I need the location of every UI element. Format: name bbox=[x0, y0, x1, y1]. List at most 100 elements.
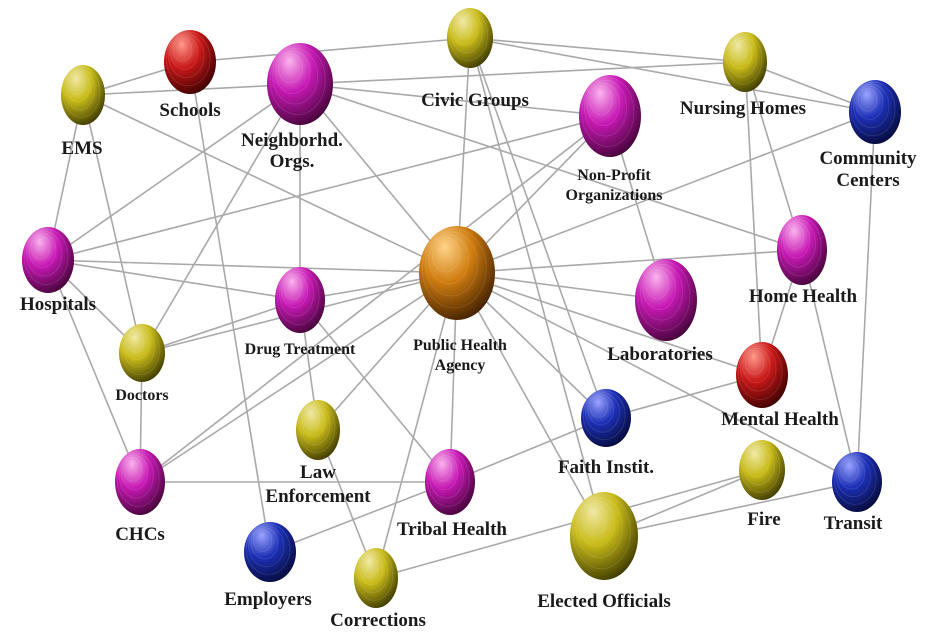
node-shade-ring bbox=[589, 395, 609, 418]
label-faith-instit: Faith Instit. bbox=[558, 457, 654, 478]
label-ems: EMS bbox=[61, 138, 102, 159]
node-sphere-corrections bbox=[354, 548, 398, 608]
node-sphere-non-profit-organizations bbox=[579, 75, 641, 157]
label-line: Elected Officials bbox=[537, 591, 671, 612]
node-fire bbox=[739, 440, 785, 500]
node-sphere-schools bbox=[164, 30, 216, 94]
label-line: Hospitals bbox=[20, 294, 96, 315]
node-shade-ring bbox=[68, 72, 86, 95]
edge-civic-groups-to-community-centers bbox=[469, 37, 876, 113]
node-shade-ring bbox=[297, 401, 336, 453]
edge-tribal-health-to-faith-instit bbox=[449, 417, 607, 483]
edge-drug-treatment-to-doctors bbox=[141, 299, 301, 354]
node-shade-ring bbox=[838, 457, 866, 490]
node-hospitals bbox=[22, 227, 74, 293]
edge-schools-to-civic-groups bbox=[189, 37, 471, 63]
node-shade-ring bbox=[724, 33, 763, 85]
node-corrections bbox=[354, 548, 398, 608]
node-law-enforcement bbox=[296, 400, 340, 460]
edge-schools-to-employers bbox=[189, 61, 271, 553]
node-shade-ring bbox=[124, 329, 150, 361]
label-employers: Employers bbox=[224, 589, 312, 610]
edge-neighborhd-orgs-to-hospitals bbox=[47, 83, 301, 261]
node-shade-ring bbox=[126, 330, 145, 353]
edge-public-health-agency-to-mental-health bbox=[456, 272, 763, 376]
node-home-health bbox=[777, 215, 827, 285]
node-sphere-civic-groups bbox=[447, 8, 493, 68]
node-shade-ring bbox=[245, 523, 291, 575]
edge-civic-groups-to-nursing-homes bbox=[469, 37, 746, 63]
node-shade-ring bbox=[639, 263, 684, 321]
node-elected-officials bbox=[570, 492, 638, 580]
node-sphere-doctors bbox=[119, 324, 165, 382]
node-shade-ring bbox=[426, 450, 470, 508]
label-line: Employers bbox=[224, 589, 312, 610]
label-line: Community bbox=[819, 148, 917, 169]
node-laboratories bbox=[635, 259, 697, 341]
node-schools bbox=[164, 30, 216, 94]
node-sphere-home-health bbox=[777, 215, 827, 285]
label-line: Transit bbox=[824, 513, 883, 534]
label-fire: Fire bbox=[747, 509, 780, 530]
node-doctors bbox=[119, 324, 165, 382]
node-shade-ring bbox=[278, 52, 303, 84]
edge-faith-instit-to-mental-health bbox=[605, 374, 763, 419]
label-line: Neighborhd. bbox=[241, 130, 343, 151]
node-shade-ring bbox=[172, 37, 193, 62]
node-shade-ring bbox=[66, 70, 91, 103]
node-shade-ring bbox=[582, 390, 626, 441]
node-shade-ring bbox=[730, 39, 748, 62]
node-shade-ring bbox=[165, 31, 211, 87]
label-nursing-homes: Nursing Homes bbox=[680, 98, 806, 119]
node-employers bbox=[244, 522, 296, 582]
node-shade-ring bbox=[121, 454, 149, 491]
edge-non-profit-organizations-to-hospitals bbox=[47, 115, 611, 261]
node-shade-ring bbox=[168, 33, 205, 79]
node-sphere-hospitals bbox=[22, 227, 74, 293]
node-sphere-employers bbox=[244, 522, 296, 582]
node-shade-ring bbox=[728, 37, 753, 70]
node-shade-ring bbox=[357, 551, 389, 594]
edge-public-health-agency-to-ems bbox=[82, 94, 458, 274]
label-schools: Schools bbox=[159, 100, 220, 121]
label-line: Centers bbox=[836, 170, 899, 191]
node-sphere-mental-health bbox=[736, 342, 788, 408]
node-shade-ring bbox=[584, 392, 620, 433]
node-shade-ring bbox=[122, 327, 155, 368]
node-non-profit-organizations bbox=[579, 75, 641, 157]
node-shade-ring bbox=[269, 45, 326, 116]
label-transit: Transit bbox=[824, 513, 883, 534]
nodes-layer bbox=[22, 8, 901, 608]
node-faith-instit bbox=[581, 389, 631, 447]
node-shade-ring bbox=[303, 407, 321, 430]
node-shade-ring bbox=[62, 66, 101, 118]
label-line: CHCs bbox=[115, 524, 165, 545]
edge-non-profit-organizations-to-chcs bbox=[139, 115, 611, 483]
node-shade-ring bbox=[64, 68, 96, 111]
node-sphere-tribal-health bbox=[425, 449, 475, 515]
node-shade-ring bbox=[452, 13, 478, 46]
node-shade-ring bbox=[454, 15, 473, 38]
node-shade-ring bbox=[744, 349, 765, 375]
node-shade-ring bbox=[737, 343, 783, 401]
node-shade-ring bbox=[740, 345, 777, 392]
label-mental-health: Mental Health bbox=[721, 409, 839, 430]
edge-civic-groups-to-elected-officials bbox=[469, 37, 605, 537]
node-shade-ring bbox=[744, 445, 770, 478]
node-shade-ring bbox=[299, 403, 331, 446]
node-shade-ring bbox=[589, 84, 613, 116]
node-shade-ring bbox=[301, 405, 326, 438]
edge-public-health-agency-to-transit bbox=[456, 272, 858, 483]
edge-neighborhd-orgs-to-home-health bbox=[299, 83, 803, 251]
node-shade-ring bbox=[857, 87, 878, 112]
node-shade-ring bbox=[587, 394, 615, 426]
node-nursing-homes bbox=[723, 32, 767, 92]
node-shade-ring bbox=[637, 261, 691, 332]
node-chcs bbox=[115, 449, 165, 515]
edge-public-health-agency-to-chcs bbox=[139, 272, 458, 483]
node-shade-ring bbox=[428, 452, 464, 499]
node-drug-treatment bbox=[275, 267, 325, 333]
edge-elected-officials-to-transit bbox=[603, 481, 858, 537]
node-neighborhd-orgs bbox=[267, 43, 333, 125]
